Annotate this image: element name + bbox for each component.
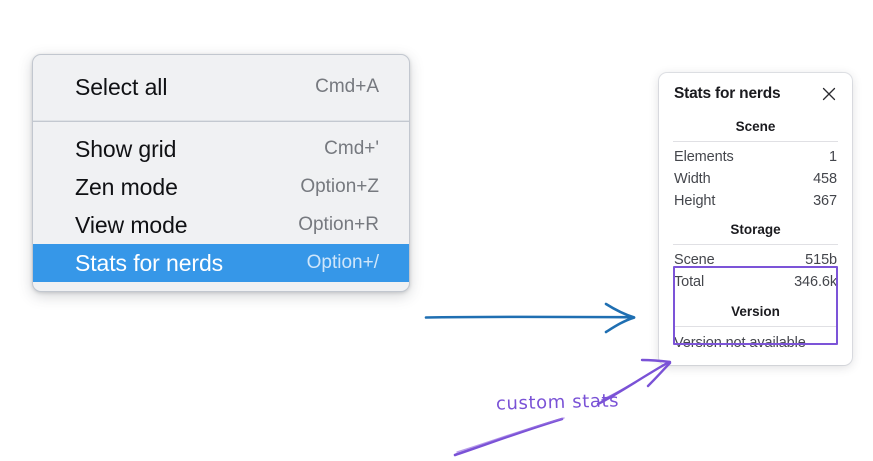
menu-divider xyxy=(33,120,409,122)
stat-label: Scene xyxy=(674,252,715,268)
stat-label: Height xyxy=(674,193,716,209)
menu-item-shortcut: Cmd+A xyxy=(315,76,379,97)
menu-item-label: Stats for nerds xyxy=(75,249,224,276)
flow-arrow-icon xyxy=(424,302,636,334)
stats-panel-inner: Stats for nerds Scene Elements 1 Width 4… xyxy=(659,85,852,353)
stats-panel-header: Stats for nerds xyxy=(659,85,852,103)
stat-row-total-size: Total 346.6k xyxy=(659,271,852,293)
menu-item-show-grid[interactable]: Show grid Cmd+' xyxy=(33,130,409,168)
section-heading-version: Version xyxy=(731,304,780,319)
stat-row-width: Width 458 xyxy=(659,168,852,190)
section-rule xyxy=(673,326,838,327)
section-rule xyxy=(673,141,838,142)
close-icon[interactable] xyxy=(820,85,838,103)
stat-value: 367 xyxy=(813,193,837,209)
menu-item-label: Select all xyxy=(75,73,168,100)
menu-item-label: Show grid xyxy=(75,135,177,162)
stat-row-scene-size: Scene 515b xyxy=(659,249,852,271)
stat-value: 1 xyxy=(829,149,837,165)
section-heading-storage: Storage xyxy=(730,222,781,237)
callout-arrow-icon xyxy=(596,358,672,406)
menu-item-select-all[interactable]: Select all Cmd+A xyxy=(33,68,409,106)
menu-group-1: Select all Cmd+A xyxy=(33,55,409,120)
section-heading-scene: Scene xyxy=(735,119,776,134)
version-status-text: Version not available xyxy=(674,335,806,351)
menu-item-label: View mode xyxy=(75,211,188,238)
stat-value: 458 xyxy=(813,171,837,187)
menu-item-zen-mode[interactable]: Zen mode Option+Z xyxy=(33,168,409,206)
callout-underline-icon xyxy=(453,417,565,457)
stat-row-height: Height 367 xyxy=(659,190,852,212)
stat-value: 515b xyxy=(805,252,837,268)
menu-item-shortcut: Option+R xyxy=(298,214,379,235)
callout-label: custom stats xyxy=(495,390,620,415)
menu-item-view-mode[interactable]: View mode Option+R xyxy=(33,206,409,244)
menu-item-label: Zen mode xyxy=(75,173,178,200)
stat-label: Elements xyxy=(674,149,734,165)
stat-label: Total xyxy=(674,274,705,290)
menu-item-shortcut: Cmd+' xyxy=(324,138,379,159)
menu-group-2: Show grid Cmd+' Zen mode Option+Z View m… xyxy=(33,122,409,291)
menu-item-stats-for-nerds[interactable]: Stats for nerds Option+/ xyxy=(33,244,409,282)
stats-for-nerds-panel[interactable]: Stats for nerds Scene Elements 1 Width 4… xyxy=(659,73,852,365)
menu-item-shortcut: Option+Z xyxy=(300,176,379,197)
section-rule xyxy=(673,244,838,245)
stat-label: Width xyxy=(674,171,711,187)
stat-row-elements: Elements 1 xyxy=(659,146,852,168)
stats-panel-title: Stats for nerds xyxy=(674,85,781,102)
context-menu[interactable]: Select all Cmd+A Show grid Cmd+' Zen mod… xyxy=(32,54,410,292)
menu-item-shortcut: Option+/ xyxy=(306,252,379,273)
stat-value: 346.6k xyxy=(794,274,837,290)
